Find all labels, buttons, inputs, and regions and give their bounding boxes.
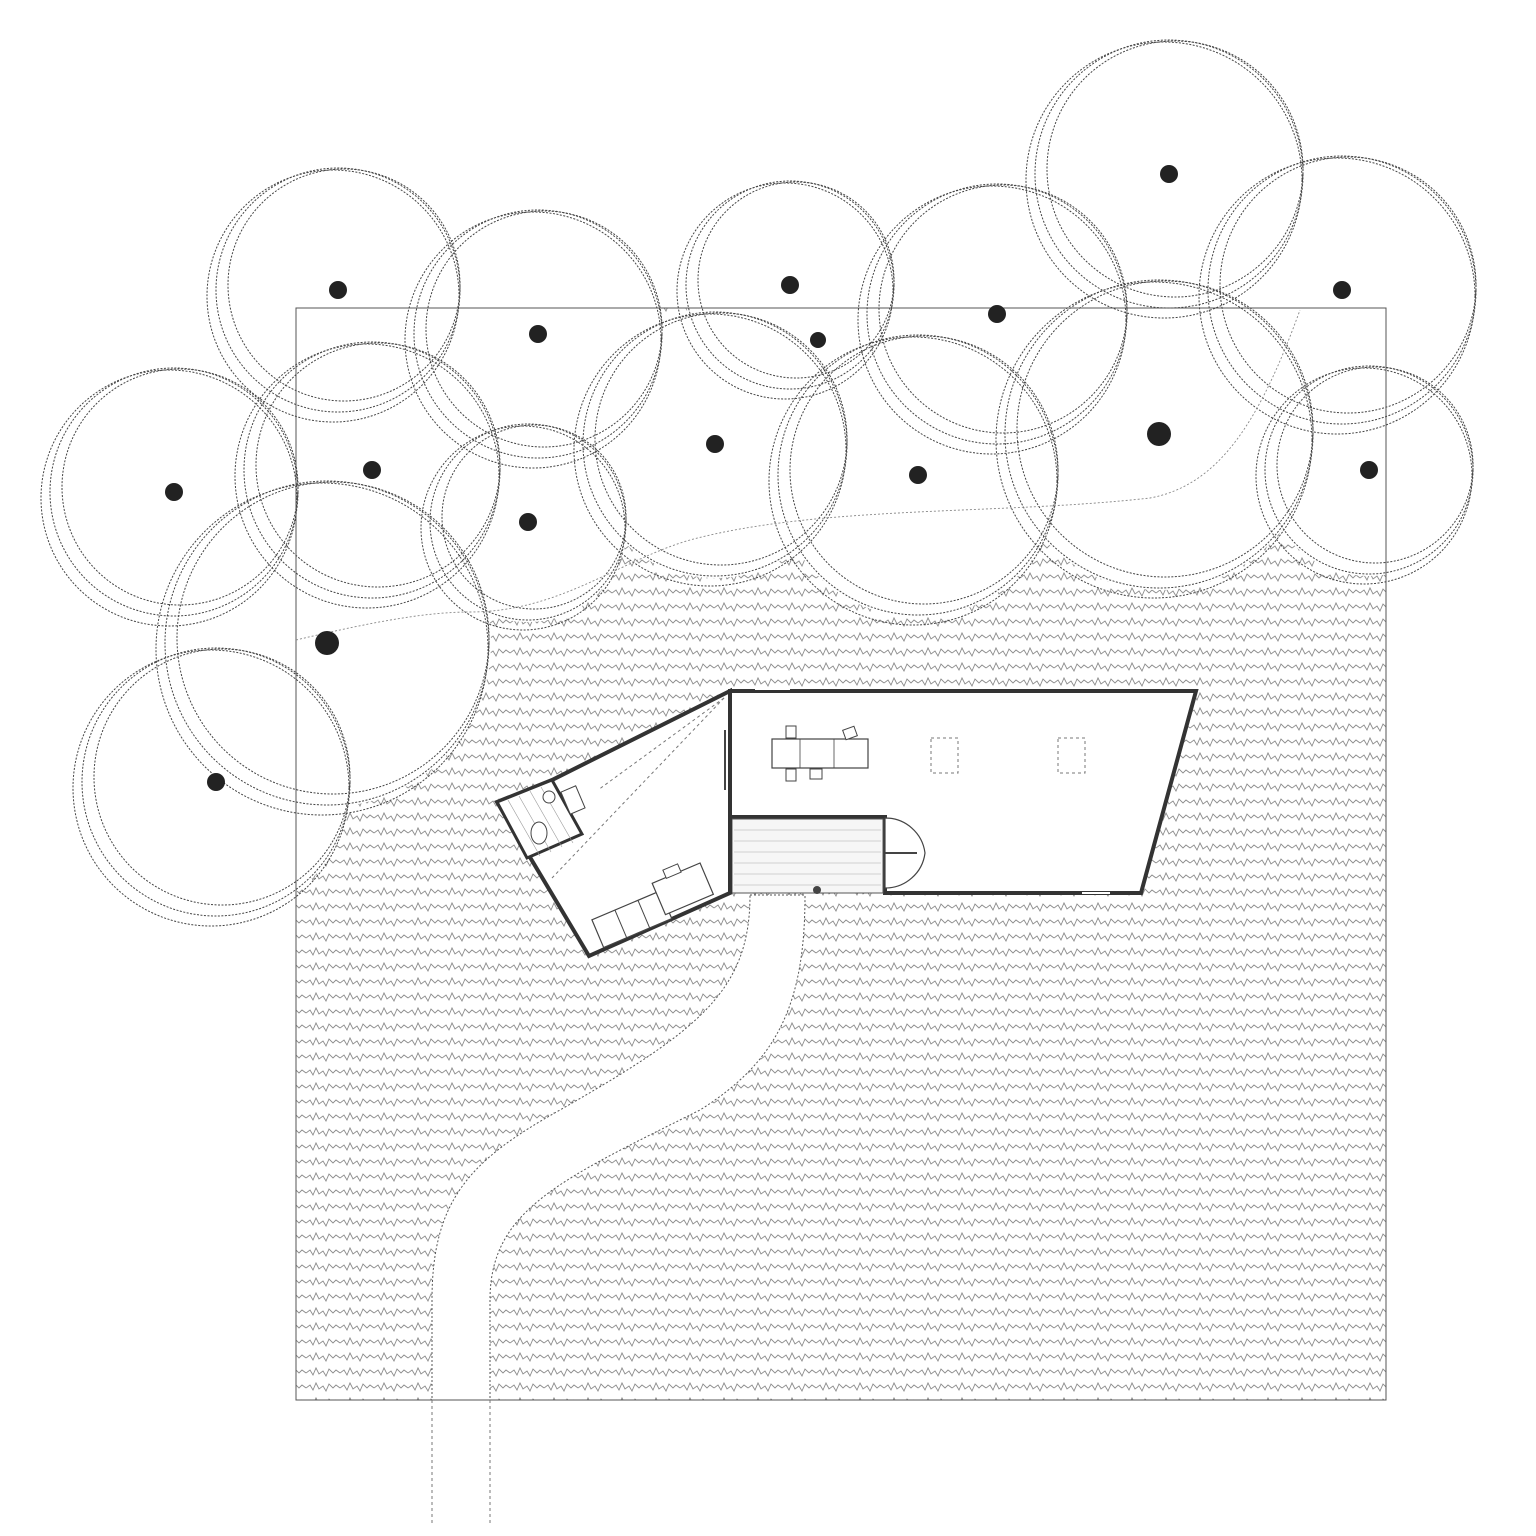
tree-16-canopy	[93, 648, 351, 906]
tree-10-canopy	[420, 425, 626, 631]
skylight	[930, 737, 959, 774]
deck-post	[813, 886, 821, 894]
tree-11-canopy	[573, 313, 847, 587]
toilet	[530, 821, 548, 845]
tree-13-canopy	[995, 281, 1313, 599]
skylight	[1057, 737, 1086, 774]
tree-14-canopy	[1276, 366, 1474, 564]
tree-8-canopy	[40, 369, 298, 627]
tree-5-canopy	[857, 185, 1127, 455]
tree-12-trunk	[909, 466, 927, 484]
tree-1-canopy	[227, 168, 461, 402]
tree-6-canopy	[1025, 41, 1303, 319]
tree-trunks	[165, 165, 1378, 791]
building	[494, 687, 1199, 959]
tree-5-canopy	[878, 184, 1128, 434]
tree-15-trunk	[315, 631, 339, 655]
tree-13-canopy-mask	[1003, 308, 1315, 590]
bathroom	[494, 778, 585, 860]
tree-1-canopy	[206, 169, 460, 423]
tree-14-canopy-mask	[1263, 364, 1386, 576]
tree-9-canopy	[234, 343, 500, 609]
tree-15-canopy-mask	[296, 479, 491, 807]
tree-3-canopy	[697, 181, 895, 379]
tree-2-canopy	[404, 211, 662, 469]
tree-7-trunk	[1333, 281, 1351, 299]
tree-11-trunk	[706, 435, 724, 453]
tree-6-trunk	[1160, 165, 1178, 183]
chair	[809, 768, 823, 780]
tree-6-canopy	[1046, 40, 1304, 298]
tree-13-canopy	[1016, 280, 1314, 578]
tree-7-canopy	[1219, 156, 1477, 414]
entry-deck	[731, 818, 884, 894]
footpath-extension	[431, 1400, 491, 1525]
tree-10-trunk	[519, 513, 537, 531]
tree-10-canopy	[441, 424, 627, 610]
tree-12-canopy	[789, 335, 1059, 605]
chair	[785, 768, 797, 782]
chair	[785, 725, 797, 739]
tree-14-trunk	[1360, 461, 1378, 479]
tree-7-canopy	[1198, 157, 1476, 435]
tree-15-canopy	[155, 482, 489, 816]
tree-4-trunk	[810, 332, 826, 348]
chair	[842, 725, 858, 741]
desk	[651, 862, 715, 916]
tree-9-trunk	[363, 461, 381, 479]
tree-2-trunk	[529, 325, 547, 343]
tree-8-canopy	[61, 368, 299, 606]
tree-16-trunk	[207, 773, 225, 791]
tree-3-trunk	[781, 276, 799, 294]
tree-1-trunk	[329, 281, 347, 299]
tree-12-canopy	[768, 336, 1058, 626]
tree-16-canopy	[72, 649, 350, 927]
tree-11-canopy	[594, 312, 848, 566]
site-boundary	[295, 307, 1387, 1401]
tree-14-canopy	[1255, 367, 1473, 585]
tree-canopies	[40, 39, 1477, 927]
tree-5-trunk	[988, 305, 1006, 323]
contour-line	[295, 309, 1301, 641]
tree-13-trunk	[1147, 422, 1171, 446]
tree-9-canopy	[255, 342, 501, 588]
footpath	[431, 894, 806, 1400]
tree-3-canopy	[676, 182, 894, 400]
tree-15-canopy	[176, 481, 490, 795]
tree-8-trunk	[165, 483, 183, 501]
shower	[560, 785, 586, 815]
tree-2-canopy	[425, 210, 663, 448]
sink	[542, 790, 556, 804]
dining-table	[771, 725, 869, 782]
